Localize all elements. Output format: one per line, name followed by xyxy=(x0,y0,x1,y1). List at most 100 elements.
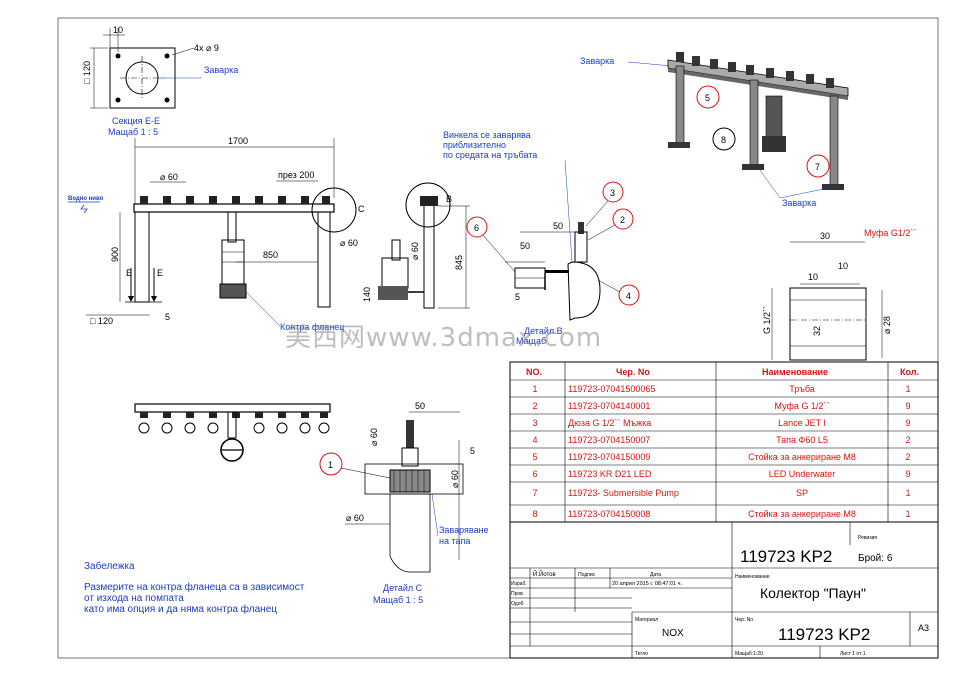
watermark: 美西网www.3dmax.com xyxy=(285,323,602,353)
project-name: Колектор "Паун" xyxy=(760,585,866,601)
bom-cell-drawing-no: 119723-0704150008 xyxy=(568,509,650,519)
bom-cell-name: Стойка за анкериране M8 xyxy=(748,509,856,519)
count: Брой: 6 xyxy=(858,553,893,564)
note-line3: по средата на тръбата xyxy=(443,150,537,160)
dim-prez200: през 200 xyxy=(278,170,314,180)
sleeve-view: Муфа G1/2`` 30 10 10 G 1/2`` 32 ⌀ 28 xyxy=(762,228,916,361)
detail-c-weld-cap2: на тапа xyxy=(439,536,470,546)
approve-label: Одоб. xyxy=(511,601,525,607)
svg-text:8: 8 xyxy=(721,135,726,145)
bom-rows: 1 119723-07041500065 Тръба 1 2 119723-0704140… xyxy=(532,384,910,519)
section-ee-title: Секция E-E xyxy=(112,116,160,126)
svg-text:7: 7 xyxy=(815,162,820,172)
section-ee-view: 10 □ 120 4x ⌀ 9 Заварка Секция E-E Мащаб… xyxy=(82,25,238,137)
date-label: Дата xyxy=(650,572,661,578)
weld-label-ee: Заварка xyxy=(204,65,238,75)
date: 20 април 2015 г. 08:47:01 ч. xyxy=(612,581,683,587)
bom-cell-no: 6 xyxy=(532,469,537,479)
bom-cell-qty: 9 xyxy=(905,418,910,428)
bom-cell-qty: 1 xyxy=(905,509,910,519)
bom-cell-drawing-no: 119723-07041500065 xyxy=(568,384,655,394)
bom-cell-drawing-no: 119723- Submersible Pump xyxy=(568,488,679,498)
sleeve-dim-10: 10 xyxy=(838,261,848,271)
sleeve-title: Муфа G1/2`` xyxy=(864,228,916,238)
sleeve-dim-30: 30 xyxy=(820,231,830,241)
nozzle-row-front xyxy=(140,196,330,204)
dim-850: 850 xyxy=(263,250,278,260)
dim-900: 900 xyxy=(110,247,120,262)
counter-flange-label: Контра фланец xyxy=(280,322,344,332)
dim-5: 5 xyxy=(165,312,170,322)
sheet-border xyxy=(57,17,939,659)
bom-cell-no: 2 xyxy=(532,401,537,411)
balloon-2: 2 xyxy=(587,208,634,241)
svg-text:3: 3 xyxy=(610,188,615,198)
sleeve-dim-28: ⌀ 28 xyxy=(882,316,892,334)
bom-cell-name: Стойка за анкериране M8 xyxy=(748,452,856,462)
format: A3 xyxy=(918,623,929,633)
hole-note: 4x ⌀ 9 xyxy=(194,43,219,53)
detail-b-scale: Мащаб xyxy=(516,336,546,346)
detail-mark-c: C xyxy=(358,204,365,214)
detail-b-dim-50b: 50 xyxy=(520,241,530,251)
bom-cell-drawing-no: 119723 KR D21 LED xyxy=(568,469,652,479)
bom-cell-no: 5 xyxy=(532,452,537,462)
bom-header-drawing: Чер. No xyxy=(616,367,650,377)
water-level-label: Водно ниво xyxy=(68,196,104,202)
dim-120: □ 120 xyxy=(82,61,92,84)
svg-text:1: 1 xyxy=(328,460,333,470)
front-view: 1700 ⌀ 60 през 200 850 900 xyxy=(68,136,365,332)
bom-cell-drawing-no: 119723-0704150007 xyxy=(568,435,650,445)
drawing-no: 119723 KP2 xyxy=(778,625,870,644)
isometric-view: Заварка Заварка 5 8 7 xyxy=(580,52,849,208)
bom-cell-name: SP xyxy=(796,488,808,498)
bom-cell-qty: 2 xyxy=(905,452,910,462)
bom-header-name: Наименование xyxy=(762,367,828,377)
drawing-no-label: Чер. No. xyxy=(735,617,754,623)
detail-b-dim-5: 5 xyxy=(515,292,520,302)
dim-10: 10 xyxy=(113,25,123,35)
svg-text:6: 6 xyxy=(474,223,479,233)
balloon-3: 3 xyxy=(585,181,624,227)
dim-120b: □ 120 xyxy=(90,316,113,326)
revision-label: Ревизия xyxy=(858,535,877,541)
bom-header-no: NO. xyxy=(526,367,542,377)
bom-cell-qty: 9 xyxy=(905,401,910,411)
balloon-4: 4 xyxy=(597,279,640,306)
bom-header-row: NO. Чер. No Наименование Кол. xyxy=(526,367,919,377)
section-ee-scale: Мащаб 1 : 5 xyxy=(108,127,158,137)
note-title: Забележка xyxy=(84,560,135,572)
iso-balloon-8: 8 xyxy=(712,127,736,151)
weld-label-iso-bottom: Заварка xyxy=(782,198,816,208)
dim-d60b: ⌀ 60 xyxy=(340,238,358,248)
bom-cell-drawing-no: 119723-0704140001 xyxy=(568,401,650,411)
bom-cell-qty: 1 xyxy=(905,488,910,498)
svg-text:5: 5 xyxy=(705,93,710,103)
note-line1: Размерите на контра фланеца са в зависим… xyxy=(84,581,305,593)
detail-c-weld-cap: Заваряване xyxy=(439,525,489,535)
bom-table: NO. Чер. No Наименование Кол. 1 119723-07… xyxy=(509,361,939,523)
material-label: Материал xyxy=(635,617,658,623)
sheet-of: Лист 1 от 1 xyxy=(840,651,866,657)
dim-d60: ⌀ 60 xyxy=(160,172,178,182)
signature-label: Подпис xyxy=(578,572,596,578)
title-block: 119723 KP2 Брой: 6 Ревизия Наименование … xyxy=(509,521,939,659)
side-view: Винкела се заварява приблизително по сре… xyxy=(362,130,573,309)
bom-cell-qty: 2 xyxy=(905,435,910,445)
detail-c-view: 50 5 ⌀ 60 ⌀ 60 ⌀ 60 Заваряване на тапа Д… xyxy=(319,401,489,605)
iso-balloon-5: 5 xyxy=(696,85,720,109)
detail-c-scale: Мащаб 1 : 5 xyxy=(373,595,423,605)
dim-1700: 1700 xyxy=(228,136,248,146)
notes: Забележка Размерите на контра фланеца са… xyxy=(84,560,305,615)
bom-cell-name: Lance JET I xyxy=(778,418,826,428)
detail-c-dim-d60: ⌀ 60 xyxy=(369,428,379,446)
sleeve-dim-thread: G 1/2`` xyxy=(762,306,772,334)
bom-cell-name: Тръба xyxy=(789,384,815,394)
section-mark-left: E xyxy=(126,268,132,278)
drawing-no-top: 119723 KP2 xyxy=(740,547,832,566)
